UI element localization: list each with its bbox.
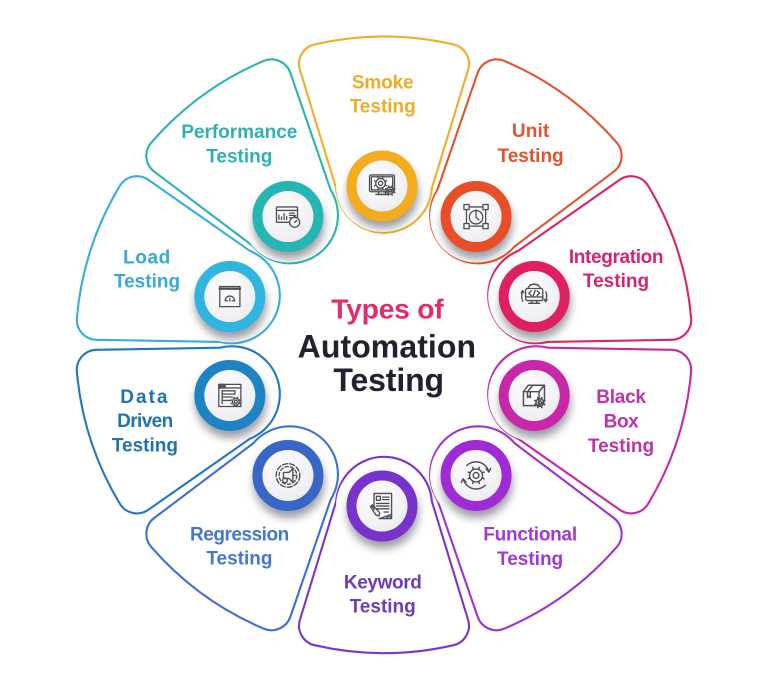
svg-text:Types of: Types of	[331, 293, 444, 325]
svg-text:Testing: Testing	[114, 272, 180, 293]
svg-text:Load: Load	[123, 247, 171, 268]
svg-text:Box: Box	[604, 412, 640, 433]
svg-text:Automation: Automation	[298, 329, 476, 365]
svg-text:Performance: Performance	[181, 122, 297, 143]
svg-text:Testing: Testing	[333, 362, 444, 398]
svg-text:Smoke: Smoke	[352, 73, 414, 94]
svg-text:Testing: Testing	[350, 96, 416, 117]
svg-text:Driven: Driven	[117, 411, 173, 432]
svg-text:Testing: Testing	[588, 436, 654, 457]
svg-text:Testing: Testing	[206, 146, 272, 167]
svg-text:Integration: Integration	[569, 247, 663, 268]
svg-text:Testing: Testing	[497, 549, 563, 570]
svg-text:Functional: Functional	[483, 525, 577, 546]
svg-text:Testing: Testing	[112, 436, 178, 457]
svg-text:Testing: Testing	[206, 549, 272, 570]
svg-text:Unit: Unit	[512, 121, 550, 142]
svg-text:Testing: Testing	[498, 146, 564, 167]
svg-text:Keyword: Keyword	[344, 573, 422, 594]
svg-text:Testing: Testing	[350, 597, 416, 618]
svg-text:Testing: Testing	[583, 271, 649, 292]
svg-text:Black: Black	[596, 387, 646, 408]
svg-text:Regression: Regression	[190, 524, 289, 545]
svg-text:Data: Data	[120, 387, 169, 408]
